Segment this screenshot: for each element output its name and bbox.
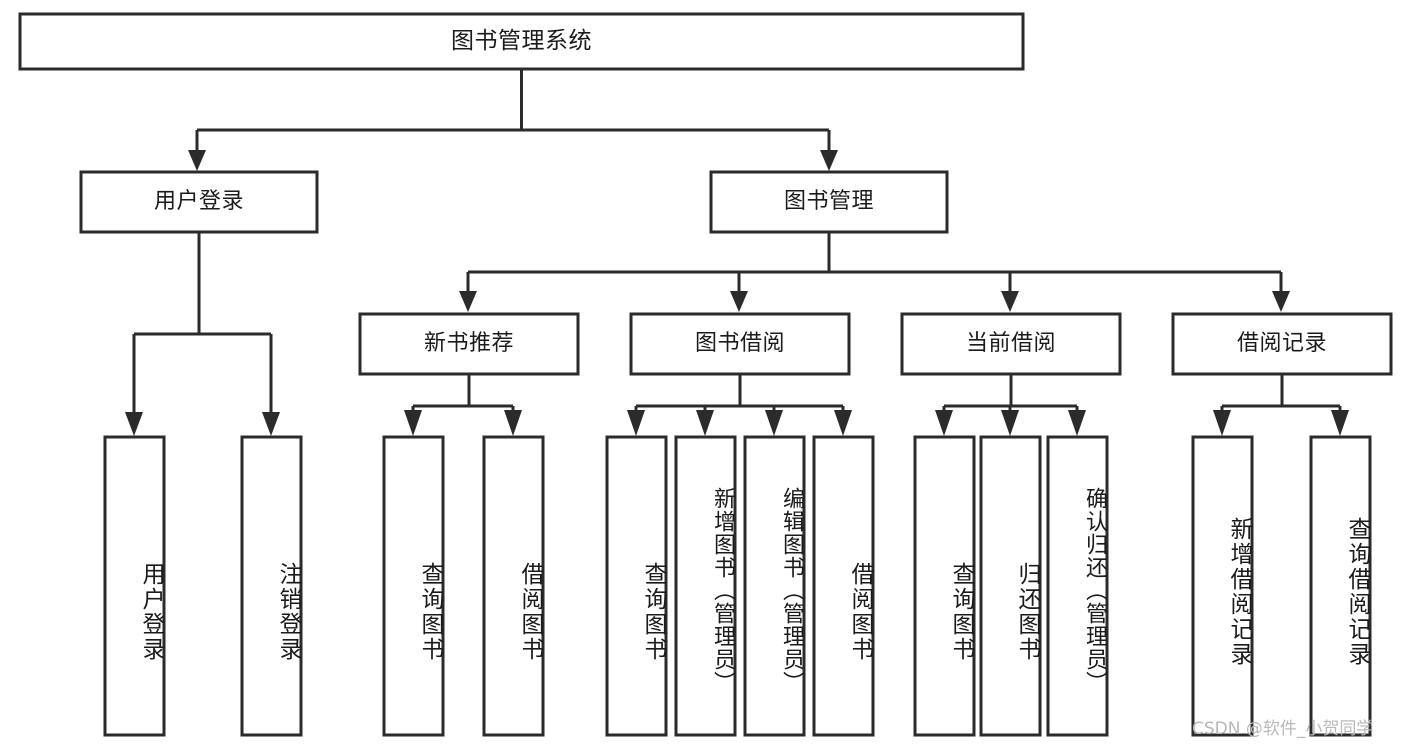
leaf-add-record-box[interactable] (1191, 435, 1254, 737)
arrow-leaf-add-record (1213, 410, 1231, 436)
leaf-edit-book-box[interactable] (743, 435, 806, 737)
arrow-leaf-borrow-book-2 (834, 410, 852, 436)
leaf-logout-login-box[interactable] (240, 435, 303, 737)
node-book-manage-box[interactable] (709, 170, 949, 234)
arrow-leaf-query-book-2 (627, 410, 645, 436)
leaf-add-book-box[interactable] (674, 435, 737, 737)
arrow-current-borrow (1001, 291, 1019, 312)
node-new-book-recommend-box[interactable] (358, 312, 580, 376)
leaf-query-record-box[interactable] (1309, 435, 1372, 737)
leaf-user-login-box[interactable] (103, 435, 166, 737)
arrow-leaf-logout-login (262, 412, 280, 436)
arrow-leaf-borrow-book-1 (504, 410, 522, 436)
leaf-return-book-box[interactable] (979, 435, 1042, 737)
node-borrow-record-box[interactable] (1171, 312, 1393, 376)
node-root-box[interactable] (18, 12, 1025, 71)
leaf-borrow-book-2-box[interactable] (812, 435, 875, 737)
arrow-book-manage (820, 150, 838, 171)
arrow-leaf-query-book-3 (935, 410, 953, 436)
node-user-login-box[interactable] (79, 170, 319, 234)
node-book-borrow-box[interactable] (629, 312, 851, 376)
arrow-leaf-query-book-1 (404, 410, 422, 436)
leaf-borrow-book-1-box[interactable] (482, 435, 545, 737)
leaf-query-book-3-box[interactable] (913, 435, 976, 737)
arrow-leaf-return-book (1001, 410, 1019, 436)
csdn-watermark: CSDN @软件_小贺同学 (1192, 719, 1374, 739)
leaf-confirm-return-box[interactable] (1046, 435, 1109, 737)
arrow-book-borrow (730, 291, 748, 312)
arrow-leaf-query-record (1331, 410, 1349, 436)
arrow-leaf-confirm-return (1068, 410, 1086, 436)
arrow-borrow-record (1272, 291, 1290, 312)
arrow-new-book-recommend (459, 291, 477, 312)
arrow-leaf-add-book (696, 410, 714, 436)
arrow-leaf-edit-book (765, 410, 783, 436)
leaf-query-book-2-box[interactable] (605, 435, 668, 737)
leaf-query-book-1-box[interactable] (382, 435, 445, 737)
arrow-user-login (188, 150, 206, 171)
arrow-leaf-user-login (125, 412, 143, 436)
node-current-borrow-box[interactable] (900, 312, 1122, 376)
